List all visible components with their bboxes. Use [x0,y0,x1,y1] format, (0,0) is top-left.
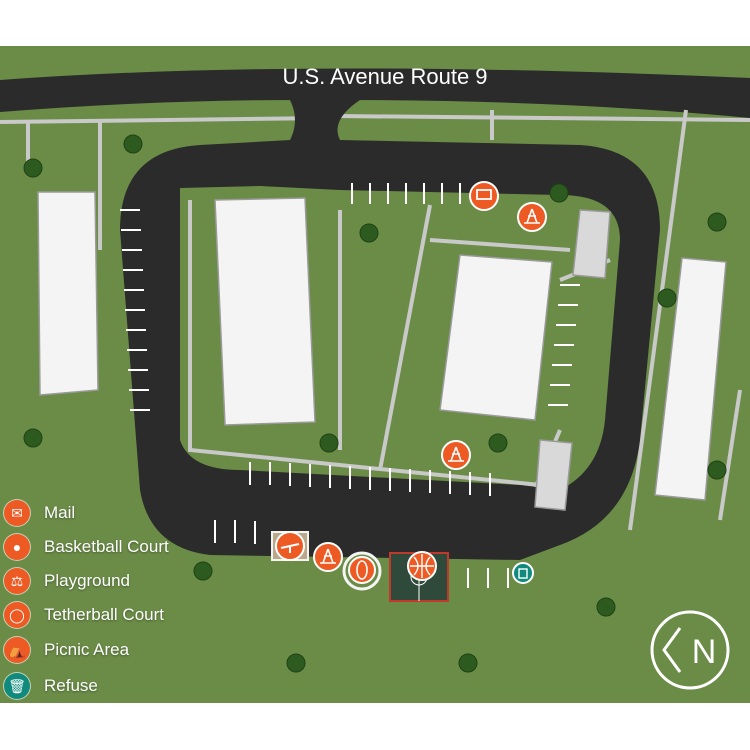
legend-item-mail: ✉ Mail [4,498,75,528]
building-west [37,191,99,396]
legend-item-tetherball: ◯ Tetherball Court [4,600,164,630]
legend-item-playground: ⚖ Playground [4,566,130,596]
playground-marker[interactable] [275,531,305,561]
playground-icon: ⚖ [4,568,30,594]
main-road [0,68,750,118]
buildings [37,191,727,511]
mail-icon: ✉ [4,500,30,526]
legend-label: Playground [44,571,131,590]
building-east-center [439,254,553,421]
legend-label: Basketball Court [44,537,169,556]
north-compass: N [650,610,730,690]
legend-item-refuse: 🗑 Refuse [4,671,98,701]
refuse-icon: 🗑 [4,673,30,699]
mail-marker[interactable] [469,181,499,211]
compass-label: N [692,633,717,671]
parking-stalls [120,183,580,588]
trees [23,134,727,673]
legend-item-basketball: ● Basketball Court [4,532,169,562]
road-label: U.S. Avenue Route 9 [282,64,487,89]
legend-label: Refuse [44,676,98,695]
building-east [654,257,727,501]
picnic-marker-north[interactable] [517,202,547,232]
refuse-marker[interactable] [512,562,534,584]
picnic-icon: ⛺ [4,637,30,663]
legend-label: Picnic Area [44,640,130,659]
amenity-markers [275,181,547,584]
legend-label: Mail [44,503,76,522]
picnic-marker-south[interactable] [441,440,471,470]
legend-item-picnic: ⛺ Picnic Area [4,635,129,665]
building-central [214,197,316,426]
garage-north [572,209,611,279]
legend-label: Tetherball Court [44,605,165,624]
basketball-icon: ● [4,534,30,560]
tetherball-marker[interactable] [348,556,376,584]
loop-road [120,100,660,560]
tetherball-icon: ◯ [4,602,30,628]
basketball-marker[interactable] [407,551,437,581]
picnic-marker-playground[interactable] [313,542,343,572]
garage-south [534,439,573,511]
